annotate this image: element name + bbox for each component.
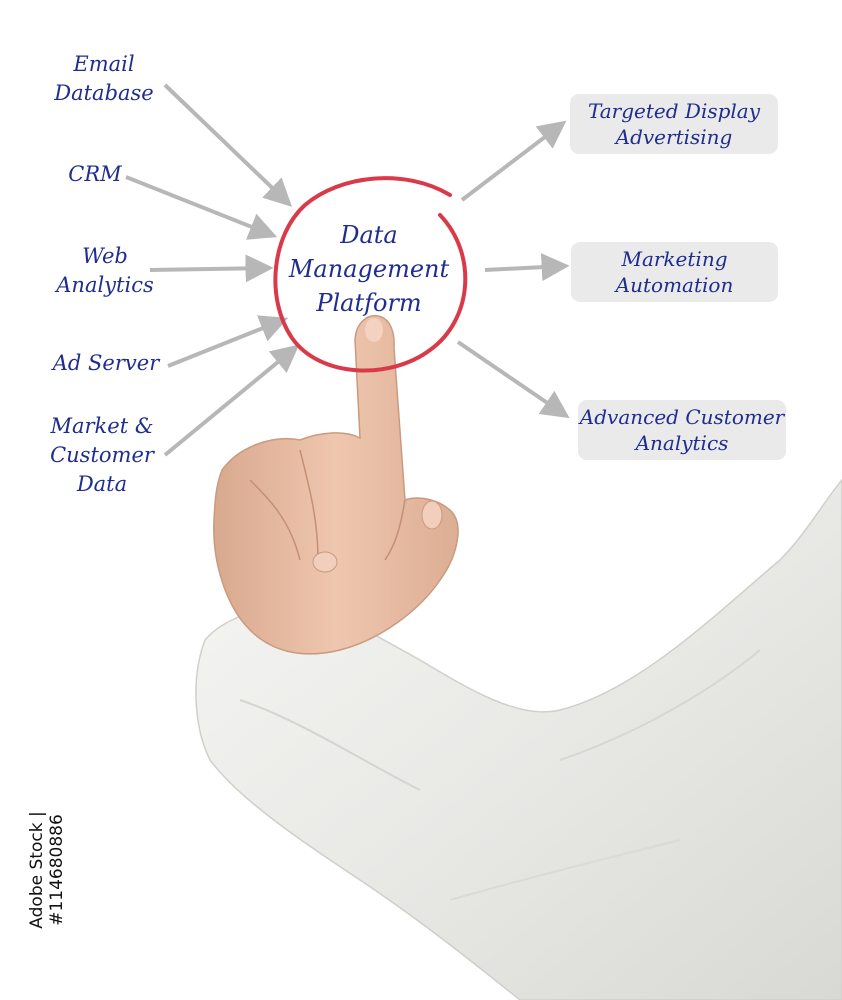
arrow-crm [126, 177, 272, 235]
input-label-web-analytics: Web Analytics [46, 242, 164, 300]
input-label-email-database: Email Database [42, 50, 166, 108]
output-box-advanced-analytics: Advanced Customer Analytics [578, 400, 786, 460]
arrow-targeted-display [462, 124, 562, 200]
stock-id-watermark: Adobe Stock | #114680886 [27, 775, 47, 965]
center-title: Data Management Platform [282, 218, 456, 320]
arrow-advanced-analytics [458, 342, 565, 415]
input-label-ad-server: Ad Server [46, 349, 166, 378]
arrow-ad-server [168, 320, 283, 366]
input-label-market-customer-data: Market & Customer Data [40, 412, 164, 499]
arrow-web-analytics [150, 268, 268, 270]
output-box-marketing-automation: Marketing Automation [571, 242, 778, 302]
input-label-crm: CRM [50, 160, 140, 189]
arrow-market-customer-data [165, 348, 295, 455]
arrow-marketing-automation [485, 266, 564, 270]
output-box-targeted-display: Targeted Display Advertising [570, 94, 778, 154]
arrow-email-database [165, 85, 288, 203]
